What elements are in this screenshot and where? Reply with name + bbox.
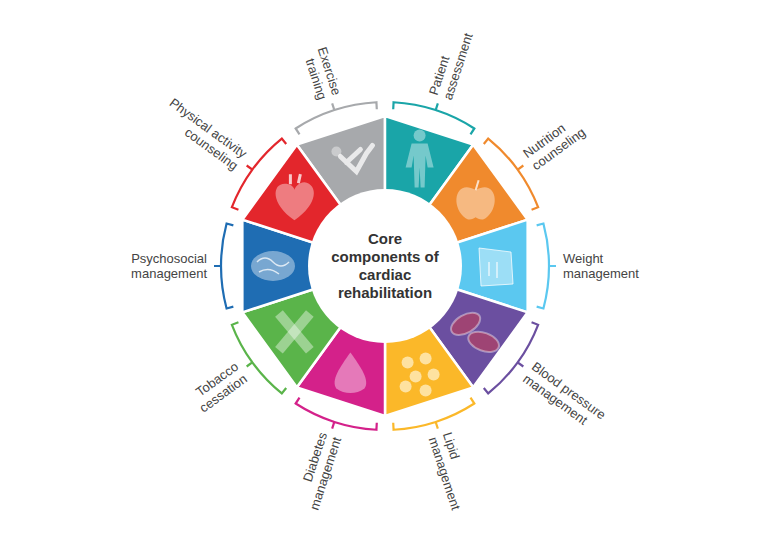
component-label: Tobacco cessation xyxy=(158,358,250,436)
center-title: Core components of cardiac rehabilitatio… xyxy=(326,230,444,302)
wedges xyxy=(242,116,527,416)
wedge-icon xyxy=(335,353,367,394)
wedge-icon xyxy=(275,310,314,353)
wedge-icon xyxy=(447,308,501,356)
wedge-icon xyxy=(406,129,434,187)
component-label: Physical activity counseling xyxy=(158,95,250,173)
component-label: Diabetes management xyxy=(287,431,344,528)
component-label: Exercise training xyxy=(287,5,344,102)
wedge-icon xyxy=(479,248,513,286)
wedge-icon xyxy=(251,251,295,281)
brackets xyxy=(214,102,556,430)
wedge-icon xyxy=(400,353,440,397)
wedge-icon xyxy=(276,174,314,220)
icons xyxy=(251,129,513,396)
wedge-icon xyxy=(456,180,494,219)
center-circle: Core components of cardiac rehabilitatio… xyxy=(307,188,463,344)
component-label: Lipid management xyxy=(426,431,483,528)
component-label: Patient assessment xyxy=(426,5,483,102)
wedge-icon xyxy=(331,145,372,171)
component-label: Nutrition counseling xyxy=(520,95,612,173)
bracket xyxy=(393,398,474,430)
component-label: Weight management xyxy=(563,251,655,281)
bracket xyxy=(296,398,377,430)
component-label: Psychosocial management xyxy=(115,251,207,281)
component-label: Blood pressure management xyxy=(520,358,612,436)
bracket xyxy=(296,102,377,134)
bracket xyxy=(537,224,556,309)
bracket xyxy=(393,102,474,134)
bracket xyxy=(214,224,233,309)
